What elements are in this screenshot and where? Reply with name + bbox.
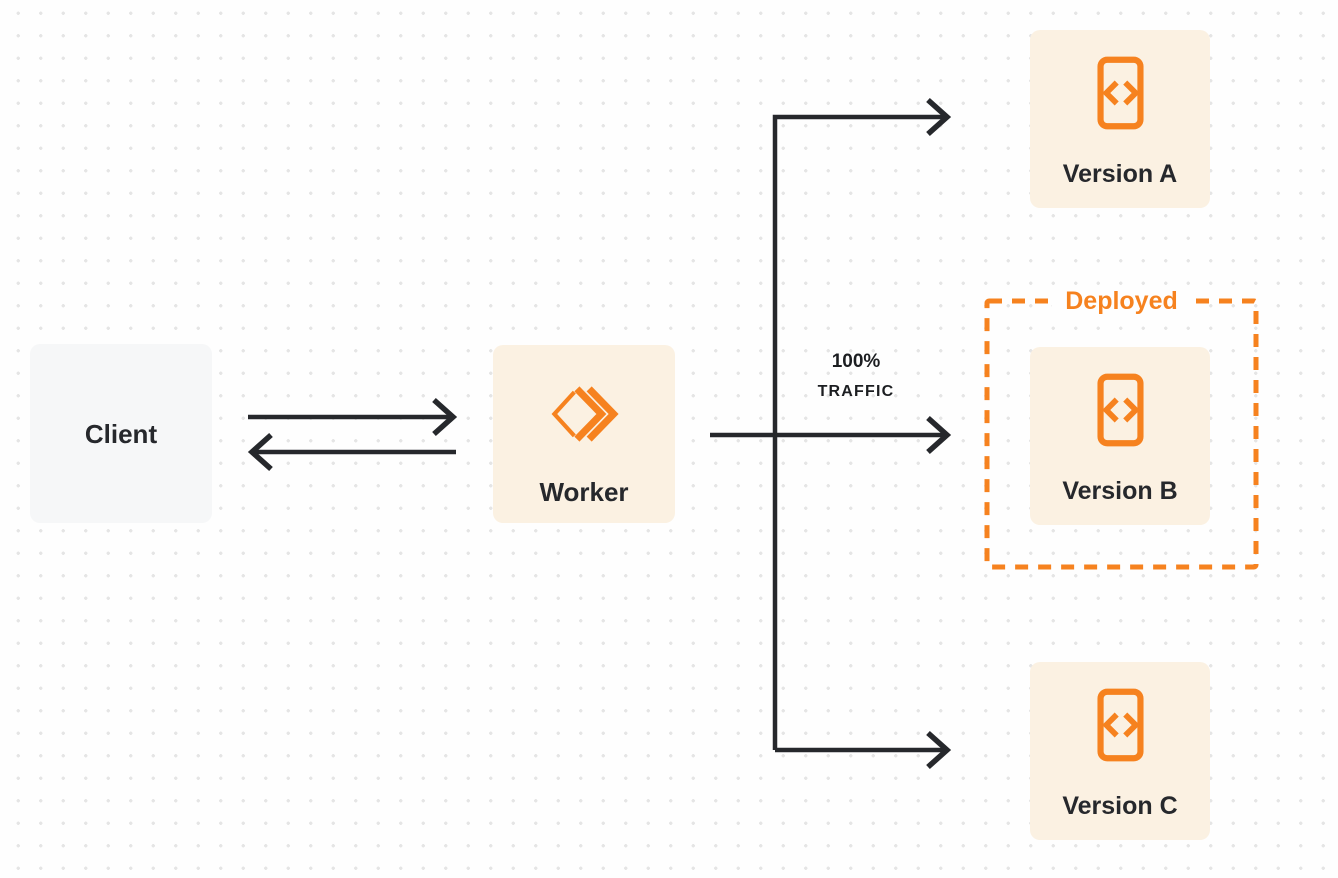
- node-version-b: Version B: [1030, 347, 1210, 525]
- code-file-icon: [1092, 687, 1149, 768]
- traffic-word-text: TRAFFIC: [817, 383, 895, 400]
- code-file-icon: [1092, 372, 1149, 453]
- arrow-worker-to-version-b: [710, 415, 952, 455]
- arrow-worker-to-version-c: [775, 730, 952, 770]
- worker-label: Worker: [539, 477, 629, 507]
- arrow-worker-to-version-a: [772, 97, 952, 750]
- workers-logo-icon: [546, 379, 622, 454]
- version-c-label: Version C: [1062, 792, 1178, 820]
- code-file-icon: [1092, 55, 1149, 136]
- arrow-client-to-worker: [248, 397, 458, 437]
- client-label: Client: [84, 418, 158, 449]
- deployed-group-label: Deployed: [1052, 286, 1191, 316]
- version-a-label: Version A: [1062, 160, 1178, 188]
- version-b-label: Version B: [1062, 477, 1178, 505]
- node-version-c: Version C: [1030, 662, 1210, 840]
- node-version-a: Version A: [1030, 30, 1210, 208]
- traffic-percent-text: 100%: [831, 351, 881, 372]
- traffic-edge-label: 100% TRAFFIC: [770, 351, 942, 402]
- node-client: Client: [30, 344, 212, 523]
- deployed-group-label-wrap: Deployed: [985, 286, 1258, 316]
- arrow-worker-to-client: [247, 432, 456, 472]
- node-worker: Worker: [493, 345, 675, 523]
